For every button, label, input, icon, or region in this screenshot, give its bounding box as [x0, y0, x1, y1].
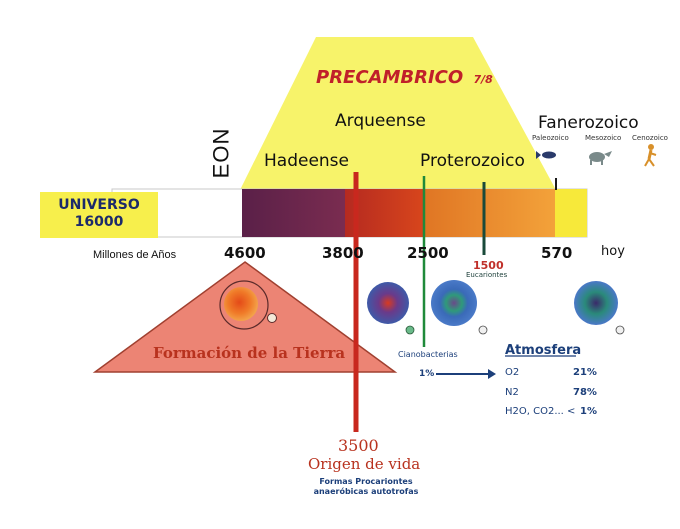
precambrico-text: PRECAMBRICO: [316, 67, 464, 88]
tick-2500: 2500: [407, 244, 449, 262]
atmosfera-row-h2o-value: 1%: [580, 406, 597, 417]
procariontes-line1: Formas Procariontes: [319, 477, 413, 486]
tick-570: 570: [541, 244, 573, 262]
earth-arqueense-icon: [367, 282, 415, 335]
eon-label: EON: [208, 127, 234, 179]
precambrico-fraction: 7/8: [473, 73, 493, 86]
procariontes-line2: anaeróbicas autotrofas: [313, 487, 419, 496]
precambrico-trapezoid: [240, 37, 556, 190]
fish-icon: [536, 151, 556, 159]
axis-label: Millones de Años: [93, 249, 177, 261]
origen-label: Origen de vida: [308, 455, 421, 473]
dinosaur-icon: [589, 151, 612, 165]
universo-line2: 16000: [74, 214, 124, 230]
proterozoico-band: [425, 189, 555, 237]
precambrico-title: PRECAMBRICO 7/8: [316, 67, 493, 88]
tick-4600: 4600: [224, 244, 266, 262]
atmosfera-row-n2-gas: N2: [505, 387, 519, 398]
mesozoico-label: Mesozoico: [585, 134, 622, 142]
cianobacterias-label: Cianobacterias: [398, 350, 458, 359]
earth-proterozoico-icon: [431, 280, 488, 335]
atmosfera-row-n2-value: 78%: [573, 387, 597, 398]
universo-line1: UNIVERSO: [58, 197, 140, 213]
atmosfera-row-o2-value: 21%: [573, 367, 597, 378]
fanerozoico-label: Fanerozoico: [538, 113, 639, 133]
hadeense-band: [242, 189, 345, 237]
atmosfera-title: Atmosfera: [505, 343, 582, 358]
eucariontes-value: 1500: [473, 259, 504, 272]
human-icon: [644, 144, 657, 167]
hadeense-label: Hadeense: [264, 151, 349, 171]
paleozoico-label: Paleozoico: [532, 134, 569, 142]
fanerozoico-band: [555, 189, 587, 237]
origen-value: 3500: [338, 436, 379, 455]
eucariontes-label: Eucariontes: [466, 271, 508, 279]
cenozoico-label: Cenozoico: [632, 134, 668, 142]
formacion-label: Formación de la Tierra: [153, 344, 346, 362]
tick-3800: 3800: [322, 244, 364, 262]
tick-hoy: hoy: [601, 244, 625, 259]
atmosfera-row-o2-gas: O2: [505, 367, 520, 378]
earth-fanerozoico-icon: [574, 281, 625, 335]
universo-box: [40, 192, 158, 238]
atmosfera-row-h2o-gas: H2O, CO2... <: [505, 406, 576, 417]
atmosfera-arrowhead: [488, 369, 496, 379]
proterozoico-label: Proterozoico: [420, 151, 525, 171]
one-percent-label: 1%: [419, 369, 435, 379]
earth-formation-icon: [219, 280, 277, 330]
universo-label: UNIVERSO 16000: [40, 197, 158, 231]
arqueense-label: Arqueense: [335, 111, 426, 131]
procariontes-label: Formas Procariontes anaeróbicas autotrof…: [300, 477, 432, 497]
